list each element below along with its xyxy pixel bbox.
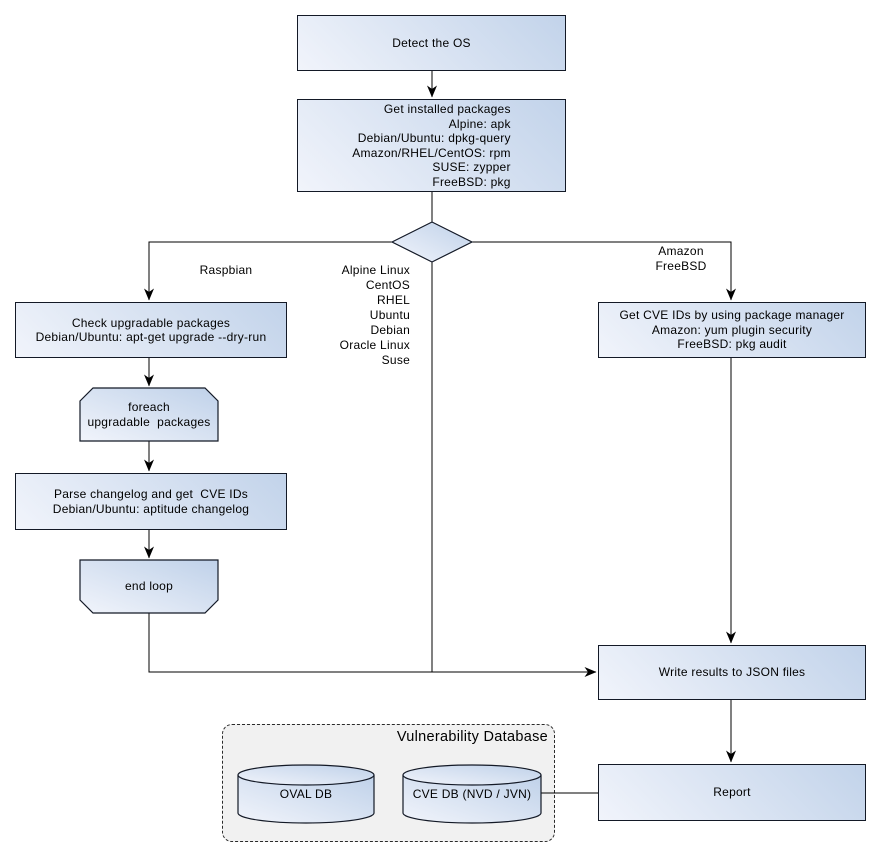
cve-db-cylinder (402, 764, 542, 824)
node-report-label: Report (713, 785, 751, 800)
node-get-cve-ids-label: Get CVE IDs by using package manager Ama… (619, 308, 845, 352)
node-get-installed-packages-label: Get installed packages Alpine: apk Debia… (352, 102, 511, 189)
edge-label-raspbian: Raspbian (199, 263, 253, 277)
foreach-loop-label: foreach upgradable packages (87, 400, 211, 429)
edge-decision-to-getcve (472, 241, 736, 301)
cve-db-label: CVE DB (NVD / JVN) (412, 786, 532, 801)
node-get-installed-packages: Get installed packages Alpine: apk Debia… (297, 99, 566, 192)
oval-db-label: OVAL DB (279, 786, 333, 801)
node-check-upgradable-packages-label: Check upgradable packages Debian/Ubuntu:… (35, 315, 267, 345)
node-report: Report (598, 764, 866, 821)
os-decision-diamond (390, 221, 474, 263)
foreach-loop-shape (79, 387, 219, 442)
end-loop-label: end loop (124, 579, 174, 594)
edge-label-os-list: Alpine Linux CentOS RHEL Ubuntu Debian O… (339, 263, 410, 367)
node-detect-os-label: Detect the OS (392, 35, 471, 50)
edge-endloop-to-write (148, 613, 597, 677)
node-write-results-label: Write results to JSON files (658, 665, 806, 680)
end-loop-shape (79, 559, 219, 614)
edge-label-amazon-freebsd: Amazon FreeBSD (655, 244, 707, 273)
node-get-cve-ids: Get CVE IDs by using package manager Ama… (598, 302, 866, 358)
node-detect-os: Detect the OS (297, 15, 566, 71)
node-write-results: Write results to JSON files (598, 645, 866, 700)
oval-db-cylinder (237, 764, 375, 824)
cluster-title: Vulnerability Database (396, 729, 548, 745)
edge-decision-to-check-raspbian (144, 241, 392, 301)
node-parse-changelog: Parse changelog and get CVE IDs Debian/U… (15, 473, 287, 530)
node-parse-changelog-label: Parse changelog and get CVE IDs Debian/U… (52, 487, 250, 516)
node-check-upgradable-packages: Check upgradable packages Debian/Ubuntu:… (15, 302, 287, 358)
